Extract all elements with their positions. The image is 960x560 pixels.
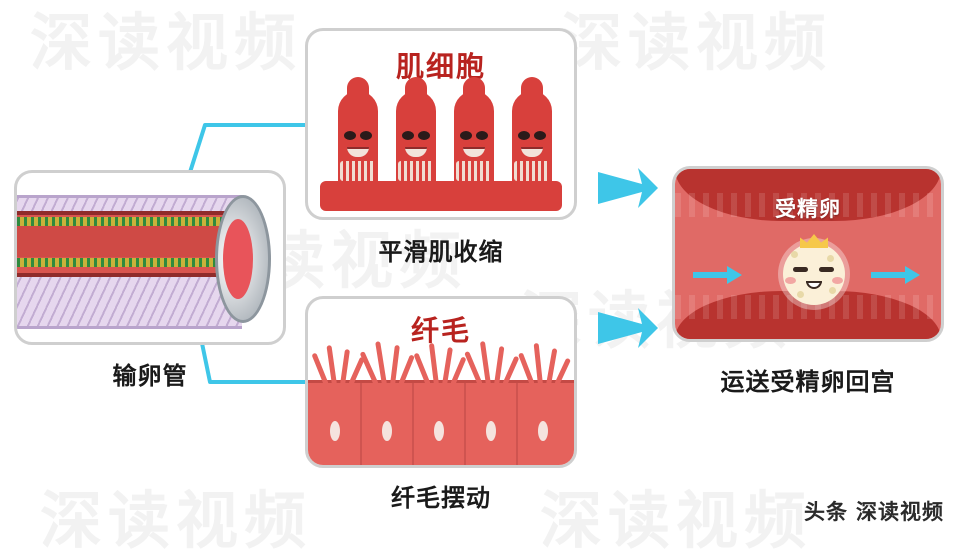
arrow-muscle-to-result — [596, 166, 660, 210]
muscle-cell — [512, 77, 552, 193]
muscle-cell — [454, 77, 494, 193]
watermark: 深读视频 — [40, 484, 313, 557]
muscle-cell-mouth — [347, 147, 369, 157]
cilia-cell-nucleus — [330, 421, 340, 441]
watermark: 深读视频 — [540, 484, 813, 557]
zygote-eye — [819, 267, 834, 272]
muscle-cell-stripes — [340, 161, 376, 181]
cilia-cell-nucleus — [382, 421, 392, 441]
inner-arrow-left — [693, 266, 742, 284]
diagram-canvas: 深读视频 深读视频 深读视频 深读视频 深读视频 深读视频 输卵管 肌细胞 — [14, 6, 944, 557]
brand-footer: 头条 深读视频 — [804, 496, 944, 526]
panel-cilia[interactable]: 纤毛 — [305, 296, 577, 468]
caption-fallopian-tube: 输卵管 — [112, 362, 188, 390]
tube-lumen — [17, 223, 242, 257]
muscle-cell-eye — [344, 131, 356, 140]
brand-logo-text: 头条 — [804, 500, 848, 524]
cilia-cell-nucleus — [434, 421, 444, 441]
cilia-illustration — [308, 299, 574, 465]
brand-name: 深读视频 — [856, 500, 944, 524]
zygote-cheek — [832, 277, 843, 284]
panel-fallopian-tube[interactable] — [14, 170, 286, 345]
caption-smooth-muscle-contraction: 平滑肌收缩 — [378, 238, 504, 266]
muscle-cell — [338, 77, 378, 193]
watermark: 深读视频 — [30, 6, 303, 79]
tube-end-opening — [223, 219, 253, 299]
caption-cilia-beating: 纤毛摆动 — [391, 484, 491, 512]
tube-illustration — [17, 173, 283, 342]
arrow-cilia-to-result — [596, 306, 660, 350]
tube-cilia-band-top — [17, 217, 242, 226]
cilia-cell-nucleus — [538, 421, 548, 441]
inner-arrow-right — [871, 266, 920, 284]
zygote-eye — [793, 267, 808, 272]
cilia-panel-title: 纤毛 — [410, 314, 471, 347]
zygote-cheek — [785, 277, 796, 284]
tube-cilia-band-bottom — [17, 258, 242, 267]
caption-transport-zygote-to-uterus: 运送受精卵回宫 — [720, 368, 896, 396]
zygote-label: 受精卵 — [775, 197, 841, 221]
panel-zygote-transport[interactable]: 受精卵 — [672, 166, 944, 342]
muscle-cell-eye — [360, 131, 372, 140]
watermark: 深读视频 — [560, 6, 833, 79]
panel-muscle-cell[interactable]: 肌细胞 — [305, 28, 577, 220]
muscle-illustration — [308, 31, 574, 217]
uterine-wall-top — [675, 169, 941, 221]
cilia-cell-nucleus — [486, 421, 496, 441]
muscle-cell — [396, 77, 436, 193]
zygote-character — [783, 234, 845, 305]
zygote-mouth — [806, 281, 822, 289]
